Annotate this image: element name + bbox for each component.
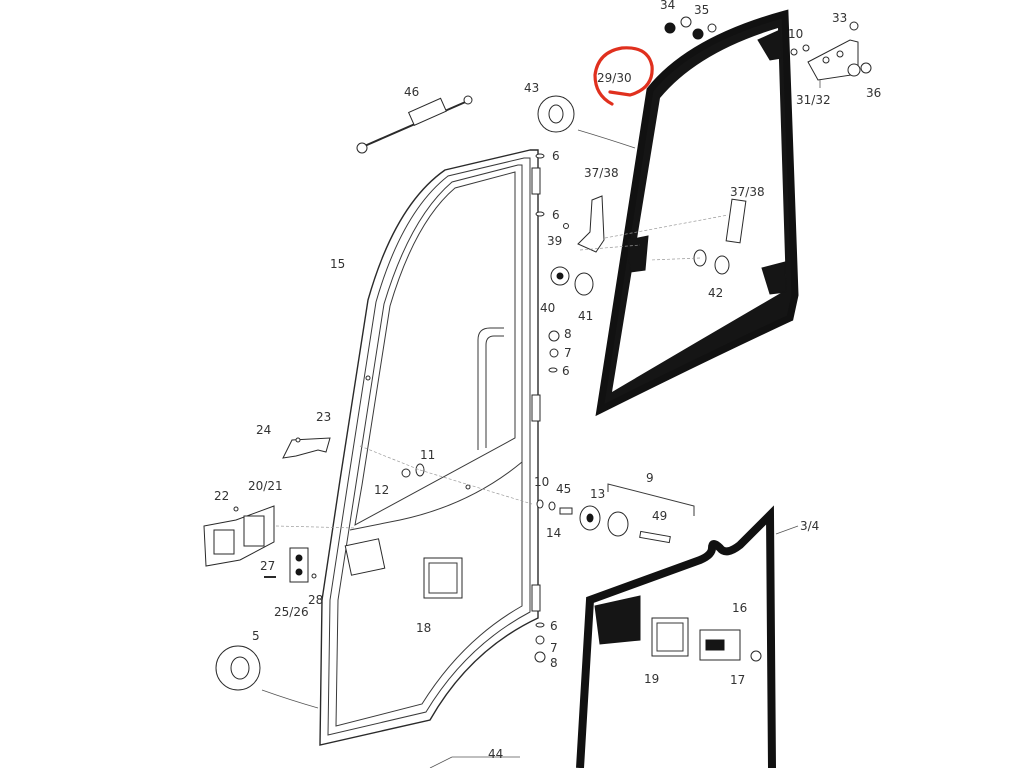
label-28: 28 [308, 593, 323, 607]
label-10: 10 [788, 27, 803, 41]
label-41: 41 [578, 309, 593, 323]
label-42: 42 [708, 286, 723, 300]
leader-lines [275, 80, 821, 768]
label-7-upper: 7 [564, 346, 572, 360]
label-8-lower: 8 [550, 656, 558, 670]
upper-glass-panel [595, 9, 799, 417]
label-35: 35 [694, 3, 709, 17]
label-27: 27 [260, 559, 275, 573]
label-23: 23 [316, 410, 331, 424]
gas-strut [356, 95, 473, 154]
label-18: 18 [416, 621, 431, 635]
callout-labels: 34 35 33 10 29/30 31/32 36 46 43 6 37/38… [214, 0, 881, 761]
label-43: 43 [524, 81, 539, 95]
label-19: 19 [644, 672, 659, 686]
washers-34-35 [664, 16, 717, 40]
highlight-circle [593, 46, 654, 106]
label-6-upper: 6 [562, 364, 570, 378]
label-6-top: 6 [552, 149, 560, 163]
label-45: 45 [556, 482, 571, 496]
label-14: 14 [546, 526, 561, 540]
label-44: 44 [488, 747, 503, 761]
label-49: 49 [652, 509, 667, 523]
label-10-lower: 10 [534, 475, 549, 489]
label-15: 15 [330, 257, 345, 271]
label-37-38-glass: 37/38 [730, 185, 765, 199]
label-3-4: 3/4 [800, 519, 819, 533]
label-11: 11 [420, 448, 435, 462]
label-20-21: 20/21 [248, 479, 283, 493]
label-5: 5 [252, 629, 260, 643]
door-frame [319, 149, 541, 746]
detail-circle-5 [215, 645, 319, 709]
label-22: 22 [214, 489, 229, 503]
label-39: 39 [547, 234, 562, 248]
label-16: 16 [732, 601, 747, 615]
label-8-upper: 8 [564, 327, 572, 341]
label-29-30: 29/30 [597, 71, 632, 85]
label-25-26: 25/26 [274, 605, 309, 619]
label-46: 46 [404, 85, 419, 99]
label-34: 34 [660, 0, 675, 12]
label-33: 33 [832, 11, 847, 25]
label-7-lower: 7 [550, 641, 558, 655]
label-37-38-latch: 37/38 [584, 166, 619, 180]
label-9: 9 [646, 471, 654, 485]
center-hardware [534, 153, 695, 663]
label-6-lower: 6 [550, 619, 558, 633]
label-40: 40 [540, 301, 555, 315]
label-36: 36 [866, 86, 881, 100]
detail-circle-43 [537, 95, 636, 149]
label-31-32: 31/32 [796, 93, 831, 107]
label-17: 17 [730, 673, 745, 687]
lower-door-panel [576, 505, 776, 768]
label-6-second: 6 [552, 208, 560, 222]
left-hardware [203, 437, 425, 583]
label-24: 24 [256, 423, 271, 437]
label-13: 13 [590, 487, 605, 501]
label-12: 12 [374, 483, 389, 497]
hinge-bracket [790, 21, 872, 81]
